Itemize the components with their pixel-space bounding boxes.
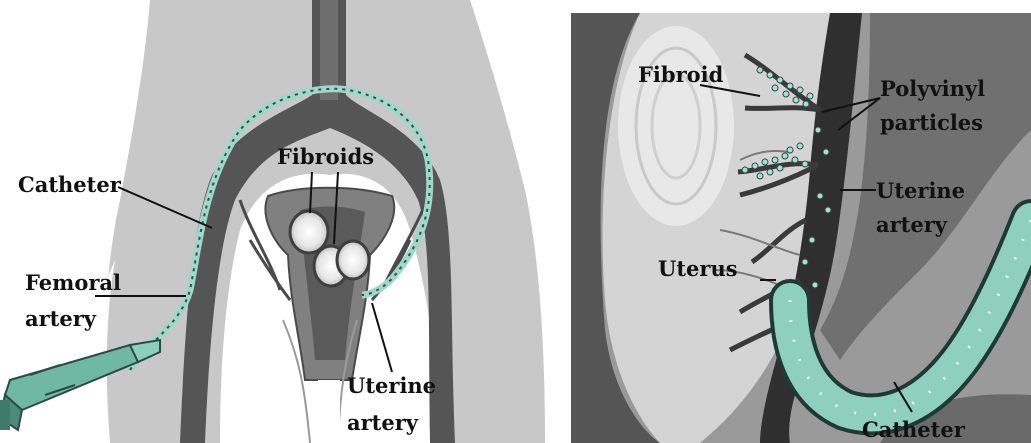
label-polyvinyl-line2: particles <box>880 110 983 135</box>
label-catheter-left: Catheter <box>18 172 122 197</box>
label-uterus: Uterus <box>658 256 738 281</box>
fibroid-3 <box>337 241 369 279</box>
label-fibroids: Fibroids <box>277 144 374 169</box>
label-uterine-right-line2: artery <box>876 212 948 237</box>
left-panel: Catheter Femoral artery Fibroids Uterine… <box>0 0 545 443</box>
label-polyvinyl-line1: Polyvinyl <box>880 76 985 101</box>
right-panel: Fibroid Polyvinyl particles Uterine arte… <box>571 13 1031 443</box>
label-fibroid: Fibroid <box>638 62 724 87</box>
label-femoral-line1: Femoral <box>25 270 121 295</box>
label-femoral-line2: artery <box>25 306 97 331</box>
label-uterine-left-line1: Uterine <box>347 373 436 398</box>
fibroid-1 <box>290 211 328 253</box>
label-uterine-left-line2: artery <box>347 410 419 435</box>
label-catheter-right: Catheter <box>862 417 966 442</box>
label-uterine-right-line1: Uterine <box>876 178 965 203</box>
